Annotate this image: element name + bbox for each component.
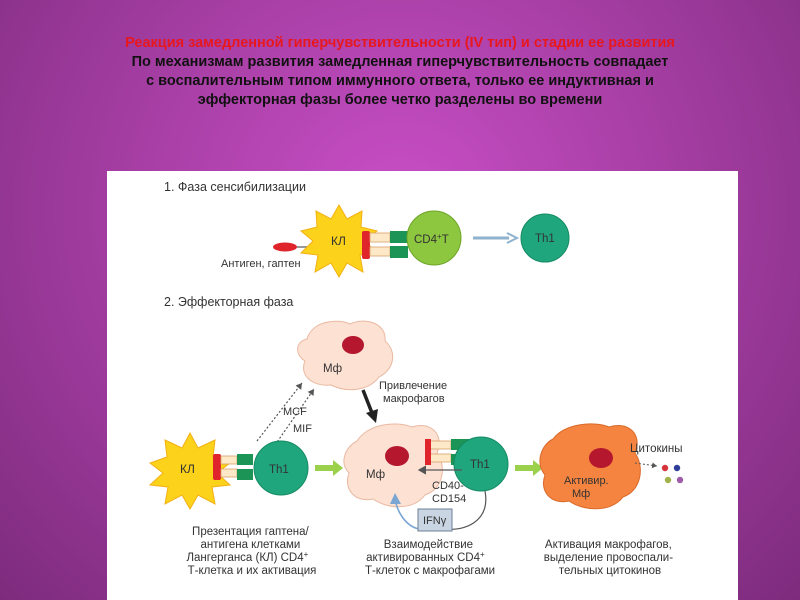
th1-label-center: Th1 [470,459,490,471]
th1-cell-left [253,440,309,496]
attraction-arrow [361,389,374,414]
cd40-label-2: CD154 [432,493,466,505]
mif-arrow [274,388,315,446]
th1-receptor-a [451,439,469,450]
subtitle-line-2: с воспалительным типом иммунного ответа,… [146,73,654,89]
th1-cell-center [453,436,509,492]
attraction-label-1: Привлечение [379,380,447,392]
dth-diagram: 1. Фаза сенсибилизации Антиген, гаптен К… [148,180,684,577]
cd4t-label: CD4+T [414,232,449,246]
diagram-panel: 1. Фаза сенсибилизации Антиген, гаптен К… [107,171,738,600]
subtitle-line-3: эффекторная фазы более четко разделены в… [197,92,603,108]
kl-label-phase1: КЛ [331,234,346,248]
phase2-title: 2. Эффекторная фаза [164,295,293,309]
cd40-label-1: CD40- [432,480,464,492]
th1-label-left: Th1 [269,464,289,476]
mhc-red [362,231,370,259]
attraction-arrow-head [366,409,378,423]
attraction-label-2: макрофагов [383,393,445,405]
flow-arrow-2 [515,460,543,476]
activated-macrophage-nucleus [589,448,613,468]
cytokines-label: Цитокины [630,443,683,455]
ifn-loop-head [390,493,401,504]
tcr-phase2-top [237,454,253,465]
arrow-cd4-to-th1-head [506,232,520,244]
tcr-bottom [390,246,408,258]
mf-receptor-a [428,440,452,450]
tcr-top [390,231,408,243]
mcf-arrow [256,382,303,442]
mhc-peptide-phase2 [220,455,238,465]
th1-label-phase1: Th1 [535,233,555,245]
cd4t-cell [406,210,462,266]
cytokine-dot-red [661,464,669,472]
subtitle-line-1: По механизмам развития замедленная гипер… [131,54,669,70]
mhc-red-phase2 [213,454,221,480]
mf-top-label: Мф [323,363,342,375]
cytokine-dot-blue [673,464,681,472]
macrophage-top [297,320,394,391]
caption-mid: Взаимодействие активированных CD4+ Т-кле… [365,539,495,577]
ifn-label: IFNγ [423,515,447,527]
caption-left: Презентация гаптена/ антигена клетками Л… [186,526,316,577]
active-mf-label-2: Мф [572,488,590,500]
mf-center-label: Мф [366,469,385,481]
slide-title: Реакция замедленной гиперчувствительност… [125,35,675,51]
slide-header: Реакция замедленной гиперчувствительност… [0,34,800,110]
cytokine-dot-purple [676,476,684,484]
ifn-box [417,508,453,532]
antigen-label: Антиген, гаптен [221,258,301,270]
active-mf-label-1: Активир. [564,475,609,487]
mcf-label: MCF [283,406,307,418]
macrophage-center-nucleus [385,446,409,466]
cytokine-dot-olive [664,476,672,484]
macrophage-top-nucleus [342,336,364,354]
th1-cell-phase1 [520,213,570,263]
flow-arrow-1 [315,460,343,476]
mhc-peptide [369,232,391,243]
activated-macrophage [539,423,641,510]
mf-receptor-red [425,439,431,465]
antigen-shape [273,242,297,252]
kl-star-phase1 [299,203,379,279]
kl-label-phase2: КЛ [180,462,195,476]
tcr-phase2-bottom [237,469,253,480]
mf-receptor-b [428,453,452,463]
phase1-title: 1. Фаза сенсибилизации [164,180,306,194]
caption-right: Активация макрофагов, выделение провоспа… [544,539,677,577]
mif-label: MIF [293,423,312,435]
mhc-peptide-phase2-b [220,468,238,478]
mhc-peptide-2 [369,246,391,257]
